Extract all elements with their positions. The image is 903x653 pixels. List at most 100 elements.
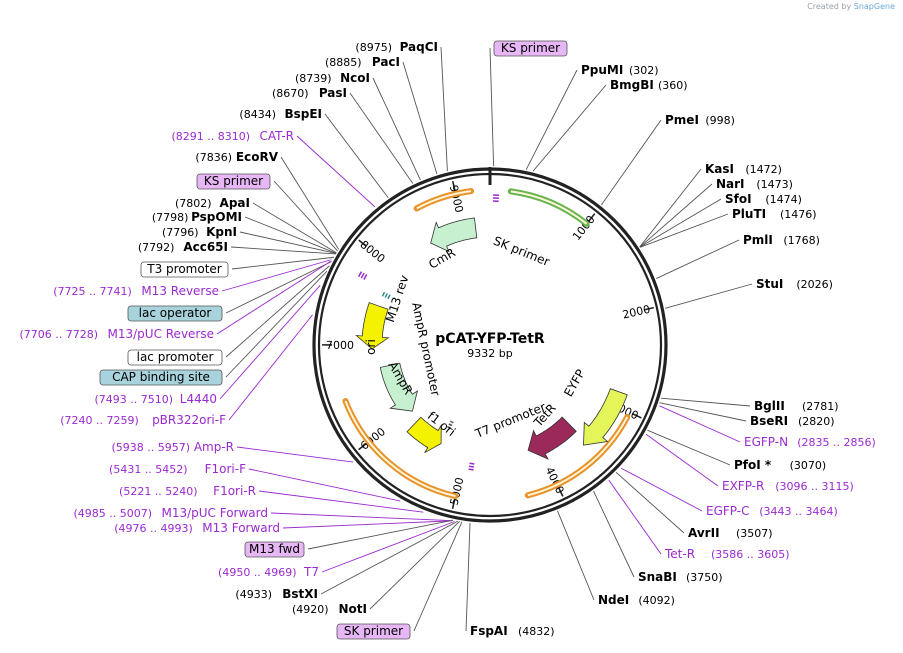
site-coord: (4092) [638,594,675,607]
site-coord: (7802) [175,197,212,210]
callout-line [244,216,337,254]
site-coord: (360) [658,79,688,92]
site-label-ks-primer[interactable]: KS primer [196,173,271,190]
site-label-ks-primer[interactable]: KS primer [493,40,568,57]
site-label-avrii[interactable]: AvrII(3507) [688,526,773,540]
site-coord: (2781) [802,400,839,413]
binding-arc-core [510,190,588,225]
callout-line [593,490,635,578]
site-label-egfp-c[interactable]: EGFP-C(3443 .. 3464) [706,504,838,518]
site-name: SnaBI [638,570,677,584]
site-label-pmei[interactable]: PmeI(998) [665,113,735,127]
site-label-acc65i[interactable]: Acc65I(7792) [138,240,228,254]
site-label-cap-binding-site[interactable]: CAP binding site [99,369,223,386]
site-label-pfoi[interactable]: PfoI *(3070) [734,458,826,472]
site-label-f1ori-r[interactable]: F1ori-R(5221 .. 5240) [119,484,256,498]
site-label-paci[interactable]: PacI(8885) [325,55,400,69]
site-name: M13 Forward [202,521,280,535]
site-label-bmgbi[interactable]: BmgBI(360) [610,78,688,92]
site-label-exfp-r[interactable]: EXFP-R(3096 .. 3115) [722,479,854,493]
site-label-f1ori-f[interactable]: F1ori-F(5431 .. 5452) [109,462,246,476]
site-label-tet-r[interactable]: Tet-R(3586 .. 3605) [664,547,790,561]
site-label-apai[interactable]: ApaI(7802) [175,196,250,210]
site-label-t7[interactable]: T7(4950 .. 4969) [218,565,319,579]
site-label-m13-reverse[interactable]: M13 Reverse(7725 .. 7741) [53,284,219,298]
site-label-m13-puc-forward[interactable]: M13/pUC Forward(4985 .. 5007) [73,506,268,520]
site-label-bspei[interactable]: BspEI(8434) [239,107,322,121]
site-label-egfp-n[interactable]: EGFP-N(2835 .. 2856) [744,435,876,449]
site-label-fspai[interactable]: FspAI(4832) [470,624,555,638]
site-label-nari[interactable]: NarI(1473) [716,177,793,191]
site-label-pbr322ori-f[interactable]: pBR322ori-F(7240 .. 7259) [60,413,226,427]
site-label-kpni[interactable]: KpnI(7796) [162,225,237,239]
callout-line [273,180,338,252]
callout-line [228,314,313,421]
site-label-ecorv[interactable]: EcoRV(7836) [195,150,278,164]
site-name: PmlI [743,233,773,247]
site-coord: (1474) [765,193,802,206]
site-label-snabi[interactable]: SnaBI(3750) [638,570,723,584]
site-name: pBR322ori-F [152,413,226,427]
feature-mark [360,272,365,279]
site-label-cat-r[interactable]: CAT-R(8291 .. 8310) [171,129,294,143]
feature-mark [357,271,363,278]
site-name: PacI [372,55,400,69]
site-label-stui[interactable]: StuI(2026) [756,277,833,291]
callout-line [665,283,753,309]
callout-line [656,239,740,279]
site-box [140,261,229,278]
site-name: F1ori-R [213,484,256,498]
site-label-t3-promoter[interactable]: T3 promoter [140,261,229,278]
inner-label-sk-primer: SK primer [491,234,551,269]
callout-line [639,168,702,248]
site-name: CAT-R [259,129,294,143]
site-name: KS primer [501,41,560,55]
site-label-m13-fwd[interactable]: M13 fwd [244,541,305,558]
site-label-paqci[interactable]: PaqCI(8975) [355,40,438,54]
site-label-bstxi[interactable]: BstXI(4933) [235,587,318,601]
site-label-sk-primer[interactable]: SK primer [336,623,411,640]
ruler-tick [643,306,654,311]
site-coord: (3507) [736,527,773,540]
site-coord: (5938 .. 5957) [111,441,190,454]
callout-line [659,402,747,422]
site-label-bseri[interactable]: BseRI(2820) [750,414,835,428]
site-label-pmli[interactable]: PmlI(1768) [743,233,820,247]
site-label-kasi[interactable]: KasI(1472) [705,162,782,176]
site-label-sfoi[interactable]: SfoI(1474) [725,192,802,206]
credit[interactable]: Created by SnapGene [807,2,895,11]
site-name: PpuMI [581,63,623,77]
site-coord: (302) [629,64,659,77]
site-label-ppumi[interactable]: PpuMI (302) [581,63,659,77]
site-label-lac-operator[interactable]: lac operator [127,305,223,322]
feature-arrow-f1-ori [406,416,442,454]
site-label-ndei[interactable]: NdeI(4092) [598,593,675,607]
callout-line [557,510,595,601]
site-coord: (3443 .. 3464) [759,505,838,518]
site-label-pspomi[interactable]: PspOMI(7798) [152,210,242,224]
site-label-ncoi[interactable]: NcoI(8739) [295,71,370,85]
site-label-bglii[interactable]: BglII(2781) [754,399,839,413]
site-coord: (8670) [272,87,309,100]
callout-lines [216,46,753,632]
site-label-pluti[interactable]: PluTI(1476) [732,207,817,221]
callout-line [369,521,460,610]
site-box [493,40,568,57]
site-label-noti[interactable]: NotI(4920) [292,602,367,616]
callout-line [221,259,332,292]
site-label-pasi[interactable]: PasI (8670) [272,86,347,100]
site-label-m13-puc-reverse[interactable]: M13/pUC Reverse(7706 .. 7728) [19,327,214,341]
site-label-m13-forward[interactable]: M13 Forward(4976 .. 4993) [114,521,280,535]
site-coord: (3586 .. 3605) [711,548,790,561]
site-label-amp-r[interactable]: Amp-R(5938 .. 5957) [111,440,234,454]
site-label-lac-promoter[interactable]: lac promoter [127,349,223,366]
site-name: StuI [756,277,783,291]
site-name: PasI [319,86,347,100]
feature-mark [448,423,453,427]
feature-arrow-tetr [527,416,577,460]
site-name: F1ori-F [205,462,246,476]
feature-mark [384,293,388,298]
site-coord: (8975) [355,41,392,54]
site-coord: (3096 .. 3115) [775,480,854,493]
site-label-l4440[interactable]: L4440(7493 .. 7510) [94,392,217,406]
